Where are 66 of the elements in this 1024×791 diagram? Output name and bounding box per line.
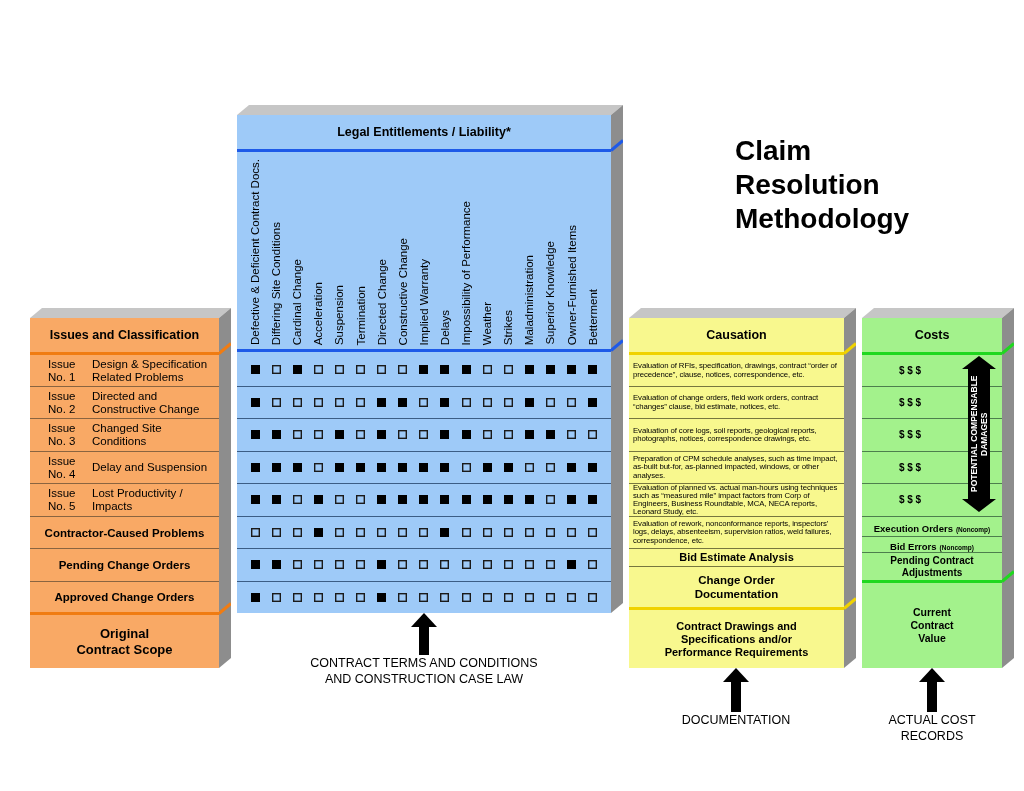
column-header: Acceleration bbox=[311, 281, 326, 345]
column-panel bbox=[629, 308, 856, 668]
column-header: Weather bbox=[480, 301, 495, 345]
row-label: $ $ $ bbox=[898, 429, 922, 441]
issue-number: Issue No. 3 bbox=[48, 422, 77, 448]
title: Claim Resolution Methodology bbox=[735, 134, 911, 236]
column-panel bbox=[30, 308, 231, 668]
issue-title: Changed Site Conditions bbox=[92, 422, 163, 448]
column-header: Maladministration bbox=[522, 254, 537, 345]
issue-title: Lost Productivity / Impacts bbox=[92, 487, 184, 513]
table-row bbox=[629, 548, 844, 566]
row-label: Current Contract Value bbox=[909, 606, 955, 645]
column-header: Delays bbox=[437, 309, 452, 345]
row-label: $ $ $ bbox=[898, 364, 922, 377]
block-arrow bbox=[411, 613, 437, 655]
column-header: Superior Knowledge bbox=[543, 241, 558, 345]
row-label: $ $ $ bbox=[898, 494, 922, 506]
row-label: Contractor-Caused Problems bbox=[44, 525, 205, 540]
row-label: $ $ $ bbox=[898, 396, 922, 409]
column-header: Impossibility of Performance bbox=[459, 200, 473, 345]
column-header: Strikes bbox=[501, 309, 516, 345]
source-label: DOCUMENTATION bbox=[681, 712, 791, 728]
row-label: $ $ $ bbox=[898, 461, 922, 474]
column-header: Defective & Deficient Contract Docs. bbox=[248, 159, 262, 345]
block-arrow bbox=[723, 668, 749, 712]
issue-number: Issue No. 4 bbox=[48, 454, 77, 481]
dimension-label: POTENTIAL COMPENSABLE DAMAGES bbox=[969, 374, 989, 495]
column-heading: Costs bbox=[914, 327, 950, 343]
table-row bbox=[629, 516, 844, 548]
row-label: Contract Drawings and Specifications and/or Performance Requirements bbox=[663, 619, 810, 659]
row-label: Approved Change Orders bbox=[54, 590, 195, 604]
column-panel bbox=[237, 105, 623, 613]
column-header: Termination bbox=[353, 285, 368, 345]
row-label: Execution Orders bbox=[873, 522, 953, 534]
issue-title: Delay and Suspension bbox=[92, 461, 208, 474]
row-label: Pending Contract Adjustments bbox=[889, 554, 975, 579]
column-header: Cardinal Change bbox=[290, 258, 305, 345]
column-header: Suspension bbox=[332, 284, 347, 345]
issue-title: Design & Specification Related Problems bbox=[92, 357, 209, 384]
row-label: Original Contract Scope bbox=[75, 625, 174, 658]
source-label: ACTUAL COST RECORDS bbox=[882, 712, 982, 744]
issue-number: Issue No. 2 bbox=[48, 389, 77, 416]
column-heading: Legal Entitlements / Liability* bbox=[337, 124, 511, 140]
row-label: Pending Change Orders bbox=[58, 558, 191, 572]
column-header: Differing Site Conditions bbox=[269, 221, 284, 345]
column-heading: Causation bbox=[706, 327, 767, 343]
table-row bbox=[30, 386, 219, 418]
row-label: Bid Errors bbox=[890, 540, 937, 552]
column-header: Constructive Change bbox=[395, 237, 410, 345]
column-header: Directed Change bbox=[374, 258, 389, 345]
issue-title: Directed and Constructive Change bbox=[92, 389, 201, 416]
block-arrow bbox=[919, 668, 945, 712]
source-label: CONTRACT TERMS AND CONDITIONS AND CONSTRUCTION CASE LAW bbox=[304, 655, 544, 687]
column-heading: Issues and Classification bbox=[49, 327, 200, 343]
column-header: Implied Warranty bbox=[416, 258, 431, 345]
row-label: Bid Estimate Analysis bbox=[679, 551, 794, 564]
row-label: Change Order Documentation bbox=[693, 573, 780, 601]
table-row bbox=[862, 516, 1002, 536]
table-row bbox=[862, 552, 1002, 580]
column-header: Betterment bbox=[585, 288, 600, 345]
column-header: Owner-Furnished Items bbox=[564, 224, 579, 345]
dimension-line bbox=[962, 356, 996, 512]
issue-number: Issue No. 1 bbox=[48, 357, 77, 384]
issue-number: Issue No. 5 bbox=[48, 487, 77, 513]
column-panel bbox=[862, 308, 1014, 668]
table-row bbox=[862, 536, 1002, 552]
